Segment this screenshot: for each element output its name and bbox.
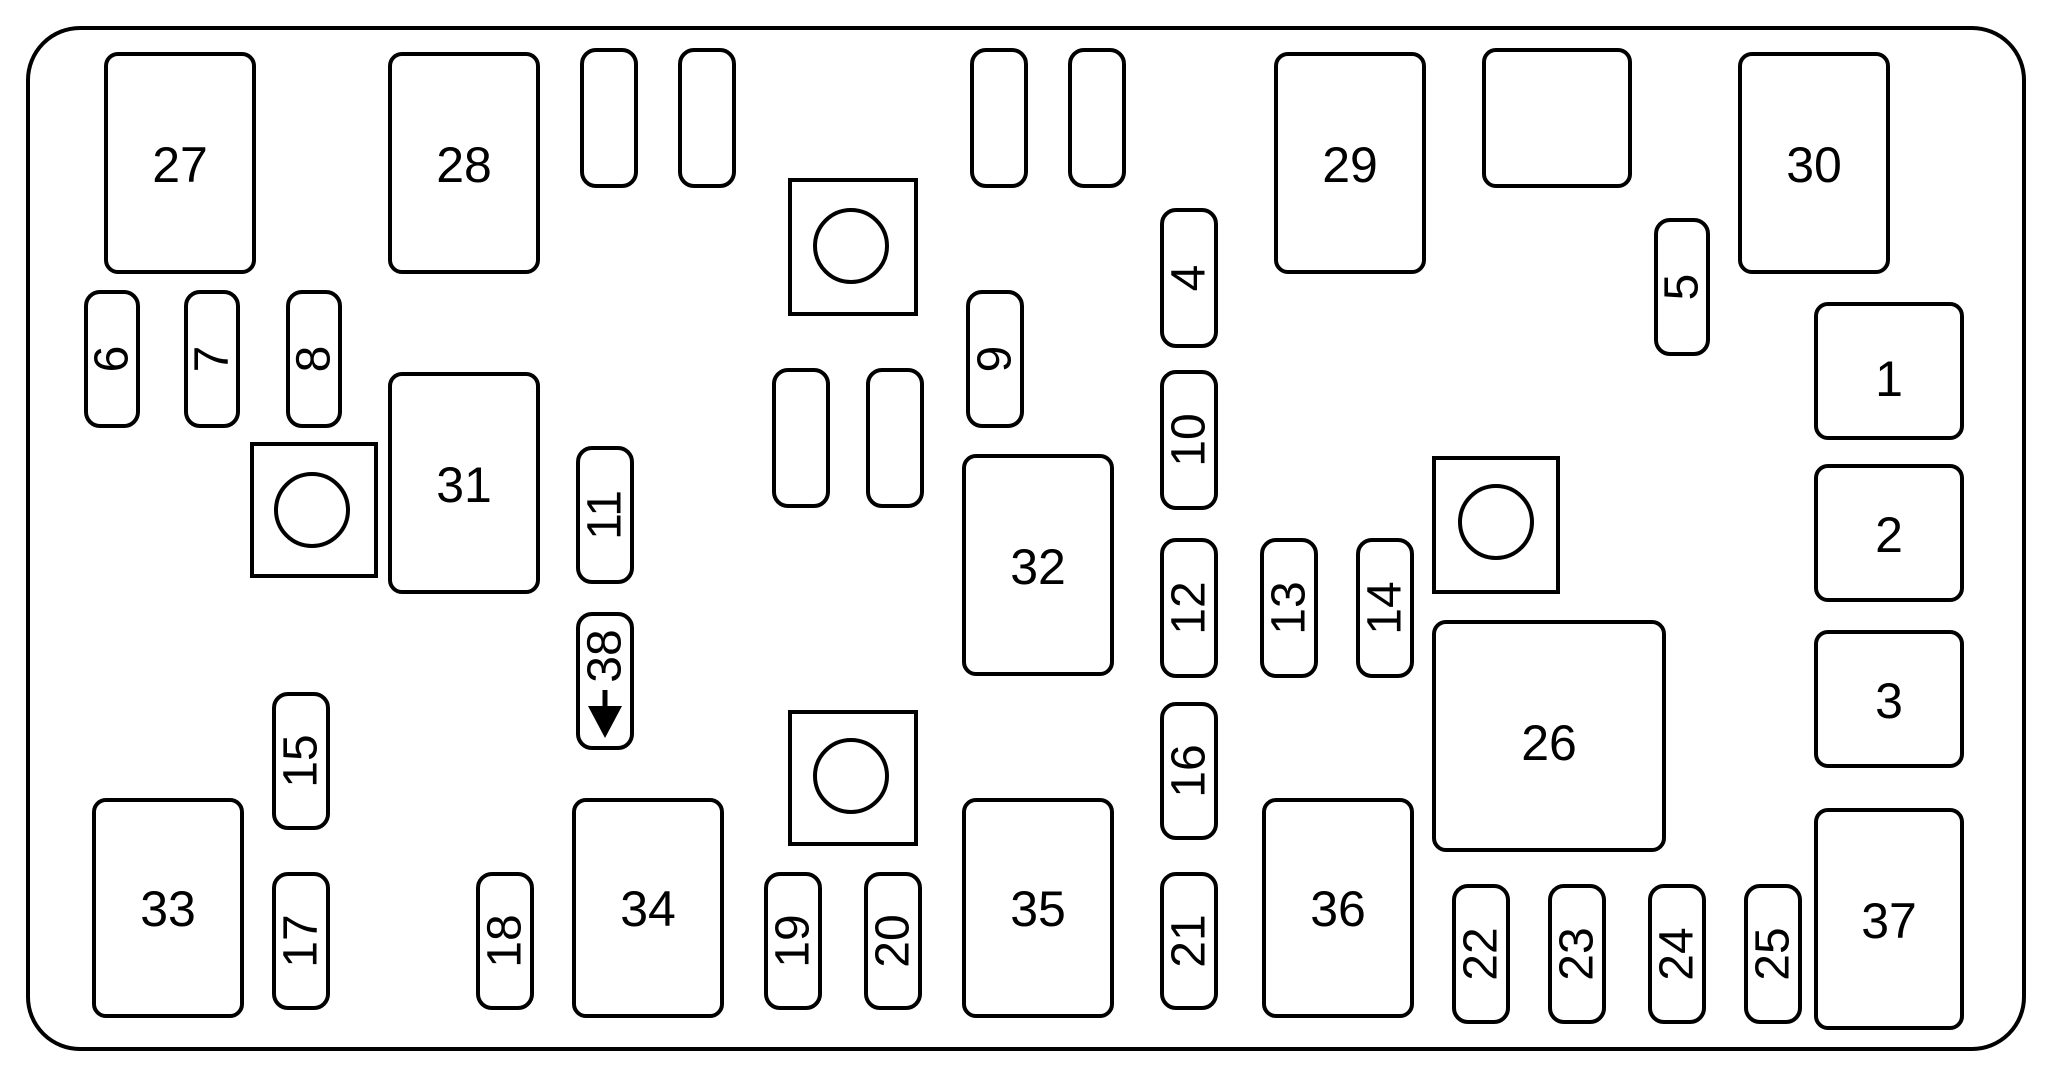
slot-mid-a [772, 368, 830, 508]
box-34: 34 [572, 798, 724, 1018]
fuse-5: 5 [1654, 218, 1710, 356]
fuse-18: 18 [476, 872, 534, 1010]
fuse-10-label: 10 [1163, 413, 1216, 466]
box-31-label: 31 [436, 457, 492, 513]
fuse-20-label: 20 [867, 914, 920, 967]
fuse-23: 23 [1548, 884, 1606, 1024]
box-35-label: 35 [1010, 881, 1066, 937]
fuse-38-arrow-icon [588, 706, 622, 738]
mounting-bolt-bottom [788, 710, 918, 846]
slot-top-c [970, 48, 1028, 188]
fuse-13-label: 13 [1263, 581, 1316, 634]
box-3: 3 [1814, 630, 1964, 768]
box-37-label: 37 [1861, 893, 1917, 949]
box-28-label: 28 [436, 137, 492, 193]
fuse-20: 20 [864, 872, 922, 1010]
mounting-bolt-top [788, 178, 918, 316]
box-31: 31 [388, 372, 540, 594]
fuse-21: 21 [1160, 872, 1218, 1010]
box-37: 37 [1814, 808, 1964, 1030]
fuse-4: 4 [1160, 208, 1218, 348]
fuse-6-label: 6 [86, 346, 139, 373]
fuse-9: 9 [966, 290, 1024, 428]
fuse-18-label: 18 [479, 914, 532, 967]
mounting-bolt-left [250, 442, 378, 578]
fuse-14-label: 14 [1359, 581, 1412, 634]
box-29: 29 [1274, 52, 1426, 274]
box-unlabeled-top [1482, 48, 1632, 188]
box-30-label: 30 [1786, 137, 1842, 193]
fuse-22-label: 22 [1455, 927, 1508, 980]
fuse-15-label: 15 [275, 734, 328, 787]
box-36-label: 36 [1310, 881, 1366, 937]
box-33: 33 [92, 798, 244, 1018]
fuse-38: 38 [576, 612, 634, 750]
box-33-label: 33 [140, 881, 196, 937]
box-30: 30 [1738, 52, 1890, 274]
fuse-7: 7 [184, 290, 240, 428]
fuse-12: 12 [1160, 538, 1218, 678]
fuse-16: 16 [1160, 702, 1218, 840]
fuse-8: 8 [286, 290, 342, 428]
box-27-label: 27 [152, 137, 208, 193]
box-35: 35 [962, 798, 1114, 1018]
box-32-label: 32 [1010, 539, 1066, 595]
fuse-22: 22 [1452, 884, 1510, 1024]
fuse-25: 25 [1744, 884, 1802, 1024]
box-2-label: 2 [1875, 507, 1903, 563]
fuse-17: 17 [272, 872, 330, 1010]
box-36: 36 [1262, 798, 1414, 1018]
box-26: 26 [1432, 620, 1666, 852]
fuse-19: 19 [764, 872, 822, 1010]
box-34-label: 34 [620, 881, 676, 937]
slot-top-b [678, 48, 736, 188]
fuse-9-label: 9 [969, 346, 1022, 373]
fuse-24: 24 [1648, 884, 1706, 1024]
fuse-17-label: 17 [275, 914, 328, 967]
fuse-7-label: 7 [186, 346, 239, 373]
box-3-label: 3 [1875, 673, 1903, 729]
fuse-15: 15 [272, 692, 330, 830]
box-32: 32 [962, 454, 1114, 676]
box-1: 1 [1814, 302, 1964, 440]
box-2: 2 [1814, 464, 1964, 602]
fuse-38-label: 38 [579, 629, 632, 682]
fuse-6: 6 [84, 290, 140, 428]
mounting-bolt-right [1432, 456, 1560, 594]
box-28: 28 [388, 52, 540, 274]
fuse-21-label: 21 [1163, 914, 1216, 967]
fuse-11-label: 11 [579, 490, 632, 540]
box-1-label: 1 [1875, 351, 1903, 407]
fuse-8-label: 8 [288, 346, 341, 373]
fuse-5-label: 5 [1656, 274, 1709, 301]
fuse-19-label: 19 [767, 914, 820, 967]
fuse-23-label: 23 [1551, 927, 1604, 980]
fuse-13: 13 [1260, 538, 1318, 678]
fuse-12-label: 12 [1163, 581, 1216, 634]
box-26-label: 26 [1521, 715, 1577, 771]
fuse-11: 11 [576, 446, 634, 584]
box-27: 27 [104, 52, 256, 274]
fuse-24-label: 24 [1651, 927, 1704, 980]
fuse-4-label: 4 [1163, 265, 1216, 292]
fuse-16-label: 16 [1163, 744, 1216, 797]
slot-top-d [1068, 48, 1126, 188]
box-29-label: 29 [1322, 137, 1378, 193]
fuse-14: 14 [1356, 538, 1414, 678]
slot-top-a [580, 48, 638, 188]
fuse-25-label: 25 [1747, 927, 1800, 980]
slot-mid-b [866, 368, 924, 508]
fuse-10: 10 [1160, 370, 1218, 510]
